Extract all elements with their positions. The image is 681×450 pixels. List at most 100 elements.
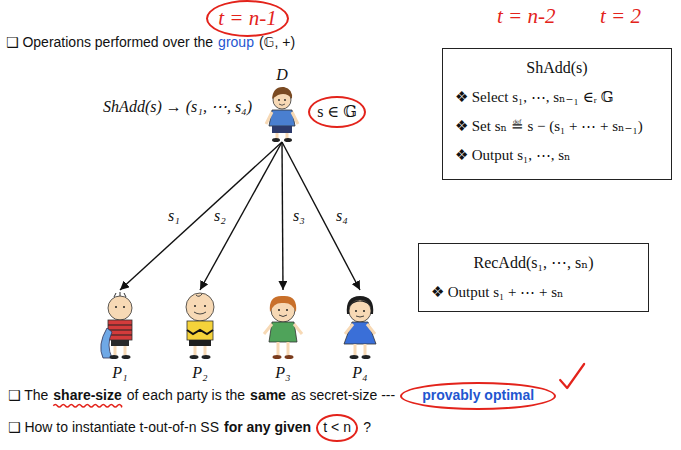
leg bbox=[277, 342, 280, 355]
keyword: same bbox=[250, 388, 286, 403]
node-text: P₃ bbox=[275, 364, 290, 382]
fringe bbox=[349, 301, 371, 306]
node-text: s ∈ 𝔾 bbox=[317, 103, 357, 121]
zigzag bbox=[187, 330, 213, 334]
node-text: RecAdd(s₁, ⋯, sₙ) bbox=[431, 252, 636, 274]
handwritten-note: t = 2 bbox=[600, 6, 641, 27]
connector-arrow bbox=[282, 142, 360, 290]
shoe bbox=[202, 355, 211, 359]
head bbox=[186, 293, 214, 321]
highlight-circle: t < n bbox=[316, 414, 358, 442]
eye bbox=[284, 99, 286, 101]
leg bbox=[124, 346, 127, 355]
hair bbox=[114, 292, 126, 297]
eye bbox=[363, 310, 365, 312]
eye bbox=[286, 309, 288, 311]
bullet-text: as secret-size --- bbox=[291, 388, 395, 403]
leg bbox=[287, 342, 290, 355]
shorts bbox=[272, 126, 292, 133]
formula: ShAdd(s) → (s₁, ⋯, s₄) bbox=[103, 98, 252, 116]
secret-circle: s ∈ 𝔾 bbox=[308, 96, 366, 128]
shoe bbox=[122, 355, 131, 359]
leg bbox=[114, 346, 117, 355]
shirt bbox=[269, 322, 297, 342]
connector-arrow bbox=[282, 142, 283, 290]
eye bbox=[278, 309, 280, 311]
node-text: P₂ bbox=[192, 364, 207, 382]
party: P₂ bbox=[172, 290, 228, 382]
shoe bbox=[362, 355, 371, 359]
text-row: ❑ How to instantiate t-out-of-n SS for an… bbox=[8, 414, 376, 442]
node-text: ❖ Select s₁, ⋯, sₙ₋₁ ∈ᵣ 𝔾 bbox=[455, 86, 659, 108]
party-figure bbox=[101, 292, 132, 359]
node-text: ❖ Set sₙ ≝ s − (s₁ + ⋯ + sₙ₋₁) bbox=[455, 115, 659, 137]
shirt bbox=[108, 320, 132, 340]
eye bbox=[355, 310, 357, 312]
hair bbox=[196, 294, 202, 296]
shoe bbox=[350, 355, 359, 359]
node-text: D bbox=[276, 66, 288, 84]
eye bbox=[278, 99, 280, 101]
node-text: P₄ bbox=[352, 364, 367, 382]
dealer-figure bbox=[266, 87, 298, 142]
leg bbox=[364, 344, 367, 355]
bullet-text: ❑ How to instantiate t-out-of-n SS bbox=[8, 420, 219, 435]
arm bbox=[266, 112, 272, 124]
mouth bbox=[194, 312, 206, 314]
shirt bbox=[187, 321, 213, 340]
party-figure bbox=[344, 296, 376, 359]
bullet-text: ❑ Operations performed over the bbox=[6, 35, 213, 50]
edge-label: s₁ bbox=[166, 207, 182, 225]
party: P₁ bbox=[92, 290, 148, 382]
bullet-text: (𝔾, +) bbox=[259, 35, 295, 50]
edge-label: s₂ bbox=[212, 207, 228, 225]
eye bbox=[194, 305, 196, 307]
algorithm-box: ShAdd(s) ❖ Select s₁, ⋯, sₙ₋₁ ∈ᵣ 𝔾 ❖ Set s… bbox=[442, 48, 672, 180]
shoe bbox=[285, 355, 294, 359]
highlight-circle: provably optimal bbox=[400, 382, 556, 410]
party: P₄ bbox=[332, 290, 388, 382]
mouth bbox=[356, 316, 364, 317]
dealer: D bbox=[260, 66, 304, 142]
text-row: ❑ Operations performed over the group (𝔾, … bbox=[6, 35, 300, 50]
check-mark bbox=[560, 364, 584, 388]
dress bbox=[344, 322, 376, 344]
shirt bbox=[269, 110, 295, 126]
edge-label: s₄ bbox=[334, 207, 350, 225]
leg bbox=[354, 344, 357, 355]
arm bbox=[367, 324, 375, 334]
shoe bbox=[110, 355, 119, 359]
eye bbox=[204, 305, 206, 307]
algorithm-box: RecAdd(s₁, ⋯, sₙ) ❖ Output s₁ + ⋯ + sₙ bbox=[418, 243, 649, 312]
eye bbox=[123, 306, 125, 308]
head bbox=[349, 300, 371, 322]
shoe bbox=[284, 138, 292, 142]
hair bbox=[272, 87, 292, 99]
shorts bbox=[111, 340, 129, 346]
bullet-text: of each party is the bbox=[127, 388, 245, 403]
red-underline bbox=[53, 404, 121, 407]
hair bbox=[270, 296, 296, 312]
bullet-text: ❑ The bbox=[8, 388, 48, 403]
node-text: t = n-1 bbox=[218, 8, 277, 29]
arm bbox=[294, 324, 302, 334]
party-figure bbox=[264, 296, 302, 359]
eye bbox=[115, 306, 117, 308]
keyword: share-size bbox=[53, 388, 121, 403]
blanket bbox=[101, 328, 112, 358]
bullet-text: ? bbox=[363, 420, 371, 435]
party: P₃ bbox=[255, 290, 311, 382]
party-figure bbox=[186, 293, 214, 359]
node-text: P₁ bbox=[112, 364, 127, 382]
keyword: for any given bbox=[224, 420, 311, 435]
node-text: ❖ Output s₁ + ⋯ + sₙ bbox=[431, 281, 636, 303]
keyword: group bbox=[218, 35, 254, 50]
shorts bbox=[189, 340, 211, 346]
mouth bbox=[279, 315, 287, 317]
annotation-circle: t = n-1 bbox=[206, 0, 289, 37]
leg bbox=[194, 346, 197, 355]
arm bbox=[292, 112, 298, 124]
node-text: ShAdd(s) bbox=[455, 57, 659, 79]
shoe bbox=[272, 138, 280, 142]
